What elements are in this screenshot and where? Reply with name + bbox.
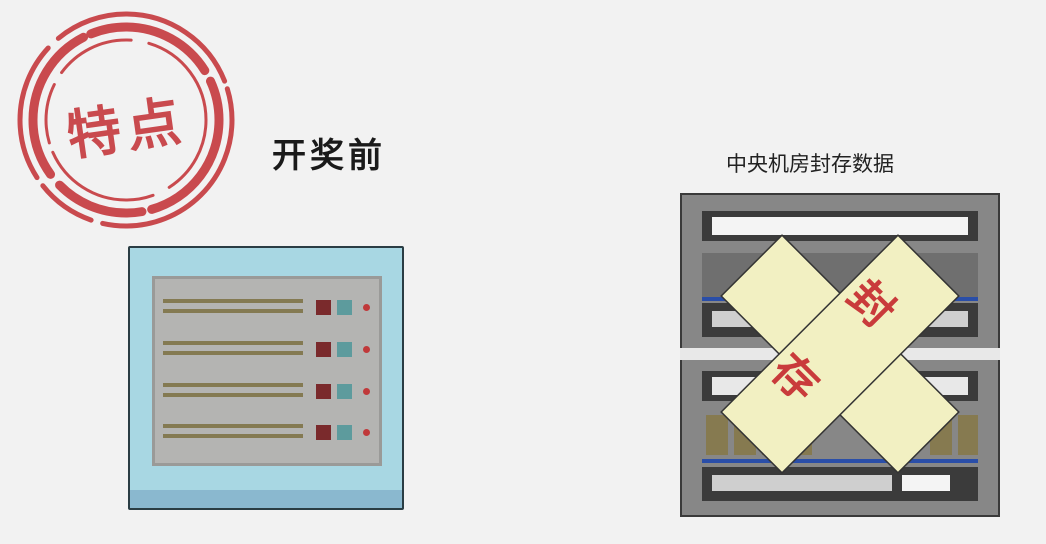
before-draw-label: 开奖前 xyxy=(272,136,386,176)
server-base xyxy=(130,490,402,508)
server-left-illustration xyxy=(128,246,404,510)
server-slot xyxy=(163,424,373,446)
feature-stamp: 特点 xyxy=(12,6,240,234)
sealed-server-icon xyxy=(680,193,1000,517)
server-panel xyxy=(152,276,382,466)
archive-label: 中央机房封存数据 xyxy=(726,152,894,176)
server-right-sealed: 封 存 xyxy=(680,193,1000,517)
server-slot xyxy=(163,383,373,405)
server-slot xyxy=(163,341,373,363)
stamp-circle-icon xyxy=(17,11,235,229)
server-slot xyxy=(163,299,373,321)
